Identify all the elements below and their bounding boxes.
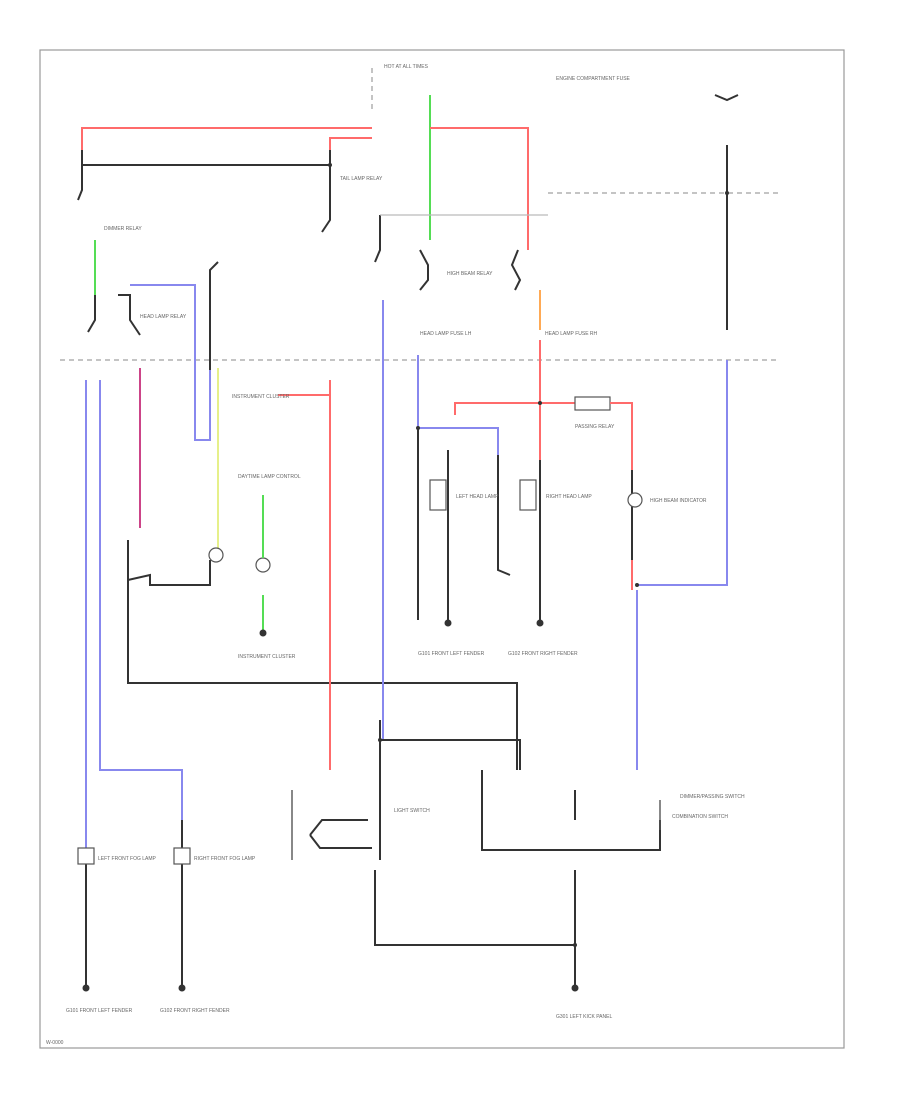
label-lh-fog-ground: G101 FRONT LEFT FENDER	[66, 1008, 133, 1014]
wire-red-main-feed	[81, 127, 372, 150]
wire-dimmer-switch	[87, 295, 96, 333]
wire-black-bus	[81, 150, 331, 166]
splice-node	[635, 583, 639, 587]
ground-bottom	[571, 984, 579, 992]
wire-red-passing-feed	[454, 402, 575, 415]
label-light-switch: LIGHT SWITCH	[394, 808, 430, 814]
wire-black-parking-brake	[309, 819, 368, 836]
splice-node	[725, 191, 729, 195]
ground-right-headlamp	[536, 619, 544, 627]
wire-blue-right-fog	[99, 380, 183, 820]
label-rh-front-fog: RIGHT FRONT FOG LAMP	[194, 856, 256, 862]
diagram-frame	[39, 49, 845, 1049]
splice-node	[328, 163, 332, 167]
wire-red-tail-feed	[329, 137, 372, 150]
wire-black-tail-relay	[321, 165, 331, 233]
label-rh-fog-ground: G102 FRONT RIGHT FENDER	[160, 1008, 230, 1014]
wire-black-hb-contact	[510, 249, 522, 291]
label-lh-front-fog: LEFT FRONT FOG LAMP	[98, 856, 157, 862]
wire-red-passing-out	[610, 402, 633, 470]
label-tail-lamp-relay: TAIL LAMP RELAY	[340, 176, 383, 182]
left-fog-lamp	[77, 847, 95, 865]
wire-black-cluster	[127, 540, 211, 586]
label-rh-headlamp: RIGHT HEAD LAMP	[546, 494, 592, 500]
splice-node	[416, 426, 420, 430]
label-daytime-lamp-control: DAYTIME LAMP CONTROL	[238, 474, 301, 480]
wire-black-relay-contact	[419, 249, 429, 291]
wire-black-switch-bus	[379, 720, 521, 770]
wire-blue-relay-loop	[130, 284, 211, 441]
label-rh-ground: G102 FRONT RIGHT FENDER	[508, 651, 578, 657]
ground-right-fog	[178, 984, 186, 992]
right-headlamp-element	[519, 479, 537, 511]
wire-dimmer-relay-contact	[77, 165, 83, 201]
label-footer: W-0000	[46, 1040, 64, 1046]
wire-black-combination	[481, 770, 661, 851]
label-lh-ground: G101 FRONT LEFT FENDER	[418, 651, 485, 657]
wire-black-rh-lamp	[497, 455, 511, 576]
label-right-headlamp-fuse: HEAD LAMP FUSE RH	[545, 331, 598, 337]
label-fusible-link-block: ENGINE COMPARTMENT FUSE	[556, 76, 631, 82]
label-left-headlamp-fuse: HEAD LAMP FUSE LH	[420, 331, 472, 337]
label-hot-at-all-times: HOT AT ALL TIMES	[384, 64, 429, 70]
instrument-indicator-bulb	[627, 492, 643, 508]
label-high-beam-relay: HIGH BEAM RELAY	[447, 271, 493, 277]
label-combination-switch: COMBINATION SWITCH	[672, 814, 728, 820]
label-high-beam-indicator: HIGH BEAM INDICATOR	[650, 498, 707, 504]
wire-black-relay	[118, 294, 141, 336]
wire-black-headlamp-relay	[374, 215, 381, 263]
ground-instrument	[259, 629, 267, 637]
wire-blue-lh-headlamp	[417, 355, 499, 455]
label-headlamp-relay: HEAD LAMP RELAY	[140, 314, 187, 320]
splice-node	[573, 943, 577, 947]
passing-relay-box	[574, 396, 611, 411]
left-headlamp-element	[429, 479, 447, 511]
high-beam-indicator-bulb	[208, 547, 224, 563]
label-instrument-cluster: INSTRUMENT CLUSTER	[232, 394, 290, 400]
splice-node	[378, 738, 382, 742]
daytime-indicator-bulb	[255, 557, 271, 573]
wire-black-bottom-bus	[374, 870, 575, 946]
wire-black-fuse-top	[714, 94, 739, 102]
label-lh-headlamp: LEFT HEAD LAMP	[456, 494, 499, 500]
wire-black-tail-up	[209, 261, 219, 370]
label-dimmer-switch: DIMMER/PASSING SWITCH	[680, 794, 745, 800]
wire-red-high-beam	[430, 127, 529, 250]
ground-left-fog	[82, 984, 90, 992]
label-passing-relay: PASSING RELAY	[575, 424, 615, 430]
right-fog-lamp	[173, 847, 191, 865]
label-bottom-ground: G301 LEFT KICK PANEL	[556, 1014, 612, 1020]
label-instrument-cluster-bottom: INSTRUMENT CLUSTER	[238, 654, 296, 660]
wire-black-parking-ground	[309, 834, 372, 849]
label-dimmer-relay: DIMMER RELAY	[104, 226, 142, 232]
splice-node	[538, 401, 542, 405]
wire-black-ground-bus	[127, 580, 518, 770]
ground-left-headlamp	[444, 619, 452, 627]
wire-blue-right-feed	[637, 360, 728, 586]
